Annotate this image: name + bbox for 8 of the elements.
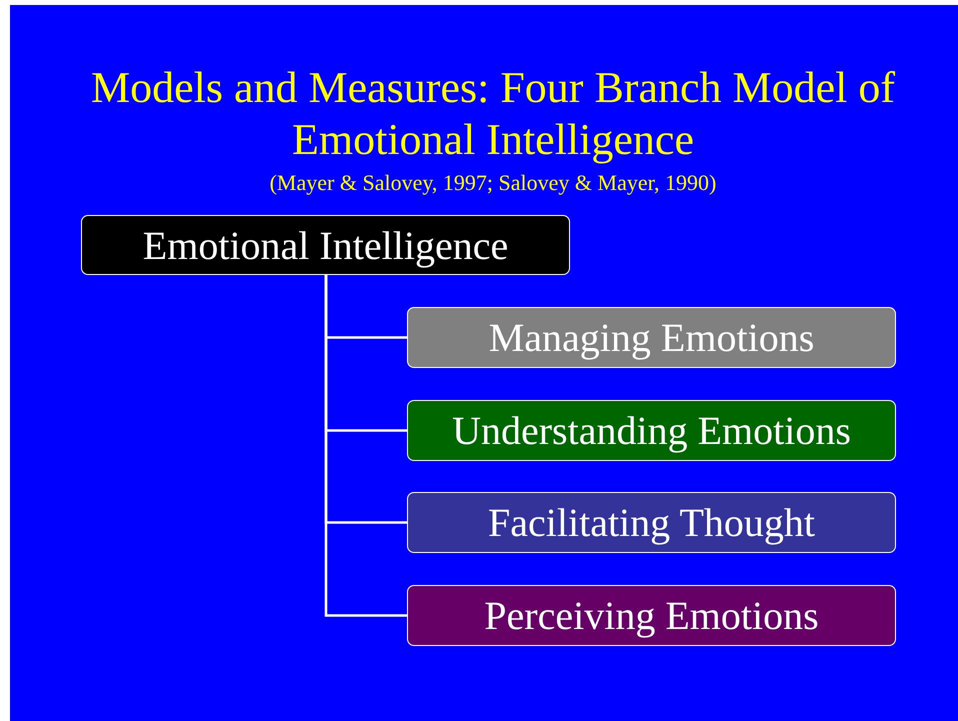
branch-box: Facilitating Thought: [407, 492, 896, 553]
citation-text: (Mayer & Salovey, 1997; Salovey & Mayer, 1990): [268, 170, 718, 196]
branch-box: Managing Emotions: [407, 307, 896, 368]
branch-box: Perceiving Emotions: [407, 585, 896, 646]
branch-box: Understanding Emotions: [407, 400, 896, 461]
slide-title: Models and Measures: Four Branch Model of Emotional Intelligence: [90, 62, 896, 166]
connector-line: [324, 275, 407, 617]
root-box: Emotional Intelligence: [81, 215, 570, 275]
